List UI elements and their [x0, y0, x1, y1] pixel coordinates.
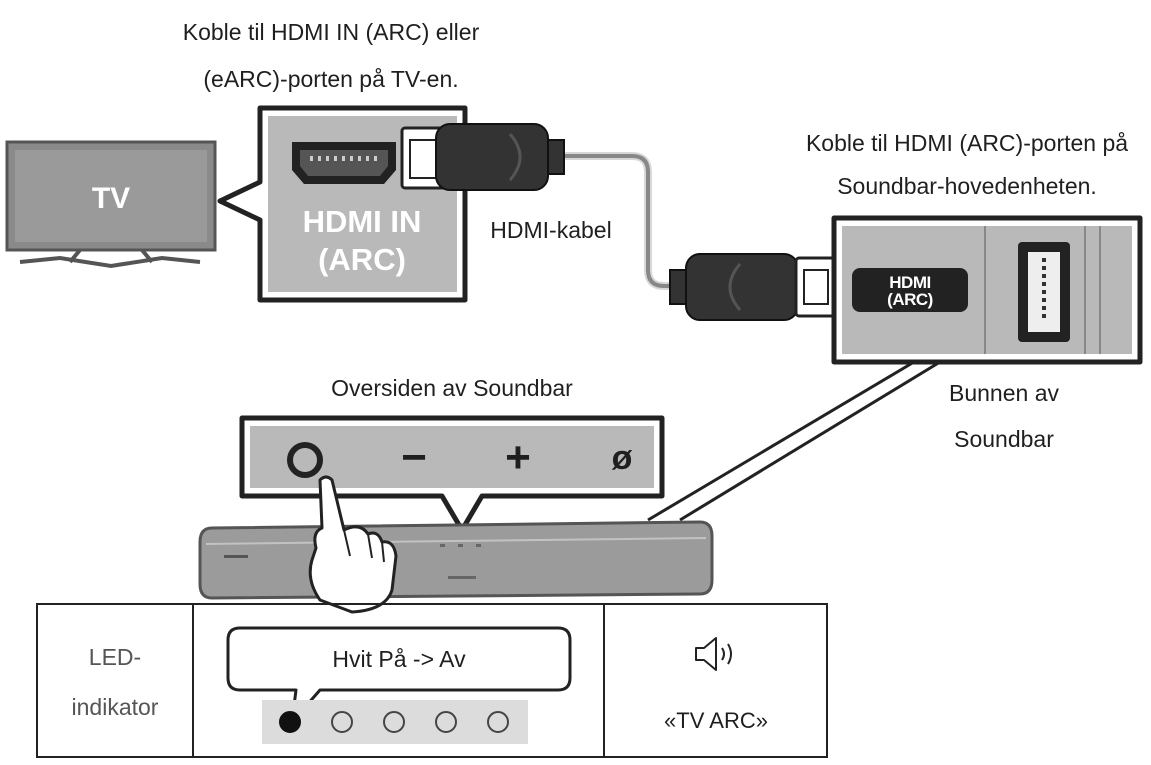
- led-dot-2: [331, 711, 353, 733]
- led-table-frame: [36, 603, 828, 758]
- led-dot-5: [487, 711, 509, 733]
- tv-port-label-line1: HDMI IN: [302, 204, 422, 239]
- soundbar-port-label-line1: HDMI: [889, 273, 931, 292]
- soundbar-port-label-line2: (ARC): [887, 290, 933, 309]
- bottom-of-soundbar-line1: Bunnen av: [949, 380, 1059, 406]
- soundbar-port-instruction-line2: Soundbar-hovedenheten.: [837, 173, 1097, 199]
- top-button-panel-callout: [239, 415, 665, 533]
- tv-port-instruction-line1: Koble til HDMI IN (ARC) eller: [182, 19, 480, 45]
- bottom-of-soundbar-line2: Soundbar: [954, 426, 1054, 452]
- led-callout-text: Hvit På -> Av: [332, 646, 466, 672]
- tv-port-instruction-line2: (eARC)-porten på TV-en.: [203, 66, 459, 92]
- top-of-soundbar-label: Oversiden av Soundbar: [331, 375, 573, 401]
- power-button-icon: [287, 442, 323, 478]
- soundbar-port-instruction-line1: Koble til HDMI (ARC)-porten på: [805, 130, 1129, 156]
- soundbar-port-callout: [831, 215, 1143, 365]
- led-strip: [262, 700, 528, 744]
- led-dot-4: [435, 711, 457, 733]
- led-table-header-line2: indikator: [71, 694, 159, 720]
- soundbar-body: [198, 520, 714, 600]
- hand-icon: [308, 475, 398, 614]
- led-indicator-row: [279, 711, 509, 733]
- led-dot-3: [383, 711, 405, 733]
- tv-arc-mode-label: «TV ARC»: [664, 708, 768, 733]
- tv-port-label-line2: (ARC): [318, 242, 406, 277]
- mute-button[interactable]: ø: [611, 439, 633, 477]
- volume-up-button[interactable]: +: [505, 433, 531, 482]
- led-dot-1: [279, 711, 301, 733]
- speaker-icon: [695, 637, 732, 671]
- tv-icon: [5, 140, 217, 269]
- volume-down-button[interactable]: −: [401, 433, 427, 482]
- tv-label: TV: [91, 182, 131, 215]
- led-table-header-line1: LED-: [88, 644, 142, 670]
- tv-port-pins: [310, 156, 377, 161]
- hdmi-cable: [400, 123, 838, 321]
- cable-label: HDMI-kabel: [490, 217, 612, 243]
